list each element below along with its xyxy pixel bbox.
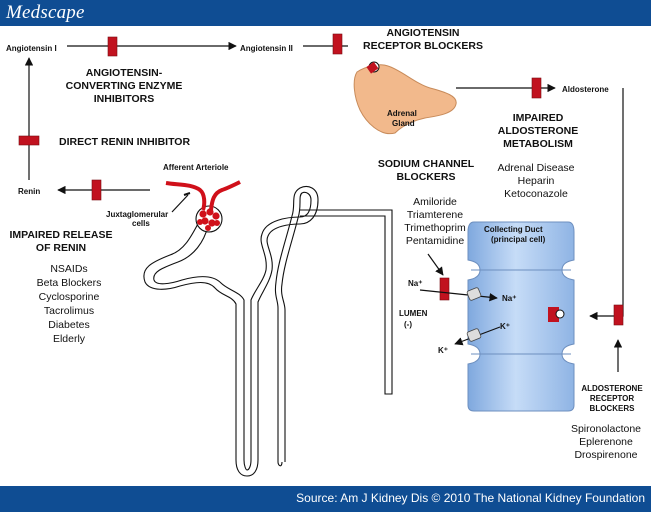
impaired-aldosterone-item-2: Heparin (518, 175, 555, 187)
angiotensin-i-label: Angiotensin I (6, 44, 57, 53)
impaired-aldosterone-heading-1: IMPAIRED (513, 112, 564, 124)
source-citation: Source: Am J Kidney Dis © 2010 The Natio… (296, 491, 645, 505)
ace-inhibitor-block (107, 36, 118, 57)
arb-block (332, 33, 343, 55)
pathway-diagram: Angiotensin I Angiotensin II Renin Aldos… (6, 27, 643, 477)
juxtaglomerular-pointer (171, 194, 189, 213)
sodium-channel-item-3: Trimethoprim (404, 222, 466, 234)
nephron-tubule (143, 185, 319, 477)
impaired-renin-heading-1: IMPAIRED RELEASE (9, 229, 112, 241)
na-cell-label: Na⁺ (502, 294, 516, 303)
impaired-renin-heading-2: OF RENIN (36, 242, 86, 254)
sodium-channel-heading-1: SODIUM CHANNEL (378, 158, 475, 170)
ace-heading-3: INHIBITORS (94, 93, 154, 105)
mr-antagonist-block (613, 304, 624, 326)
na-lumen-label: Na⁺ (408, 279, 422, 288)
sodium-channel-item-1: Amiloride (413, 196, 457, 208)
enac-channel-icon (466, 287, 482, 301)
collecting-tubule (300, 209, 393, 395)
adrenal-label-2: Gland (392, 119, 415, 128)
mra-heading-2: RECEPTOR (590, 394, 635, 403)
adrenal-label-1: Adrenal (387, 109, 417, 118)
sodium-channel-heading-2: BLOCKERS (397, 171, 456, 183)
mra-heading-3: BLOCKERS (590, 404, 636, 413)
impaired-renin-item-3: Cyclosporine (39, 291, 100, 303)
sodium-channel-item-2: Triamterene (407, 209, 463, 221)
impaired-aldosterone-heading-2: ALDOSTERONE (498, 125, 579, 137)
impaired-renin-item-5: Diabetes (48, 319, 89, 331)
sodium-flux-arrow (419, 289, 498, 302)
sodium-channel-item-4: Pentamidine (406, 235, 465, 247)
afferent-arteriole-label: Afferent Arteriole (163, 163, 229, 172)
impaired-renin-item-2: Beta Blockers (37, 277, 102, 289)
arb-heading-2: RECEPTOR BLOCKERS (363, 40, 483, 52)
collecting-duct-label-1: Collecting Duct (484, 225, 543, 234)
adrenal-gland-shape (353, 64, 457, 135)
impaired-aldosterone-block (531, 77, 542, 99)
aldosterone-label: Aldosterone (562, 85, 609, 94)
impaired-renin-item-6: Elderly (53, 333, 86, 345)
renin-label: Renin (18, 187, 40, 196)
collecting-duct (467, 221, 575, 412)
impaired-aldosterone-heading-3: METABOLISM (503, 138, 573, 150)
mineralocorticoid-receptor-icon (548, 307, 559, 322)
romk-channel-icon (466, 328, 482, 342)
angiotensin-ii-label: Angiotensin II (240, 44, 293, 53)
lumen-label-1: LUMEN (399, 309, 428, 318)
impaired-renin-item-1: NSAIDs (50, 263, 87, 275)
k-cell-label: K⁺ (500, 322, 510, 331)
footer-bar: Source: Am J Kidney Dis © 2010 The Natio… (0, 486, 651, 512)
lumen-label-2: (-) (404, 320, 412, 329)
k-lumen-label: K⁺ (438, 346, 448, 355)
sodium-blocker-arrow (427, 253, 444, 276)
impaired-aldosterone-item-1: Adrenal Disease (497, 162, 574, 174)
impaired-renin-item-4: Tacrolimus (44, 305, 94, 317)
sodium-channel-block (439, 277, 450, 301)
aldosterone-binding-icon (555, 309, 565, 319)
mra-item-3: Drospirenone (574, 449, 637, 461)
mra-item-1: Spironolactone (571, 423, 641, 435)
impaired-renin-block (91, 179, 102, 201)
mra-heading-1: ALDOSTERONE (581, 384, 643, 393)
direct-renin-inhibitor-heading: DIRECT RENIN INHIBITOR (59, 136, 190, 148)
juxtaglomerular-label-1: Juxtaglomerular (106, 210, 168, 219)
ace-heading-2: CONVERTING ENZYME (66, 80, 183, 92)
glomerulus (165, 180, 241, 233)
mra-item-2: Eplerenone (579, 436, 633, 448)
collecting-duct-label-2: (principal cell) (491, 235, 546, 244)
header-bar: Medscape (0, 0, 651, 26)
medscape-logo: Medscape (6, 2, 85, 23)
impaired-aldosterone-item-3: Ketoconazole (504, 188, 568, 200)
ace-heading-1: ANGIOTENSIN- (86, 67, 163, 79)
aldosterone-to-cell-arrow (589, 88, 624, 321)
direct-renin-inhibitor-block (18, 135, 40, 146)
arb-heading-1: ANGIOTENSIN (387, 27, 460, 39)
receptor-block-icon (366, 61, 379, 74)
juxtaglomerular-label-2: cells (132, 219, 150, 228)
